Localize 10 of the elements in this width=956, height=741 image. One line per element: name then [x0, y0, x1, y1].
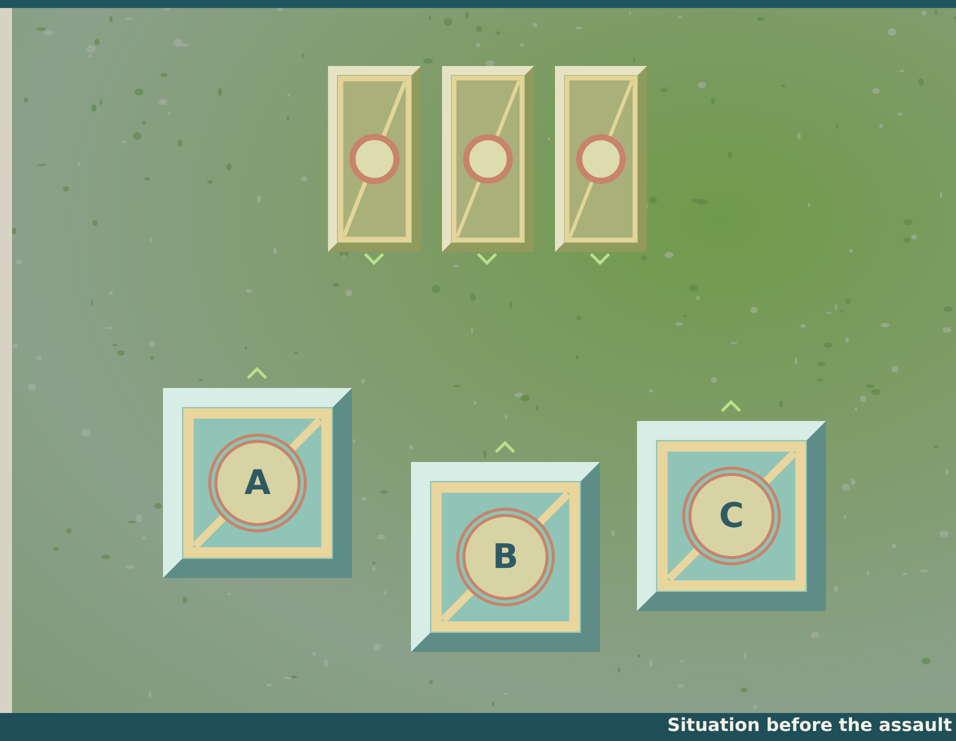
counter-letter: A: [244, 466, 271, 500]
caption: Situation before the assault: [667, 715, 952, 736]
counter-letter: B: [492, 540, 518, 574]
unit-counter: [637, 421, 826, 611]
unit-counter: [163, 388, 352, 578]
unit-counter: [442, 66, 534, 252]
counter-letter: C: [719, 499, 744, 533]
unit-counter: [555, 66, 647, 252]
unit-counter: [411, 462, 600, 652]
unit-counter: [328, 66, 421, 252]
